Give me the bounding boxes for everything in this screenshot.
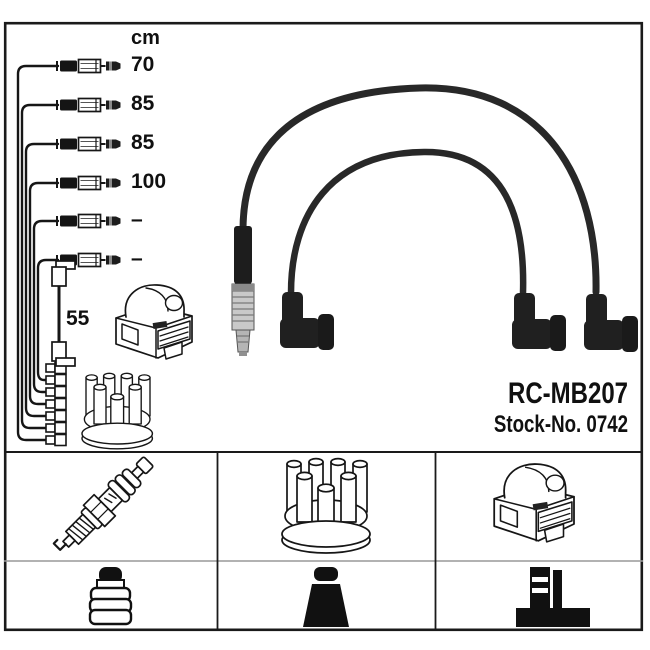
angle-boot-3	[584, 294, 638, 352]
angle-boot-1	[280, 292, 334, 350]
spark-plug-boot-icon	[88, 567, 133, 626]
ignition-coil-drawing	[115, 284, 193, 360]
cable-length-2: 85	[131, 92, 155, 115]
distributor-cap-icon	[281, 457, 371, 554]
cable-length-5: –	[131, 208, 143, 231]
cable-connectors	[56, 58, 122, 268]
distributor-terminals	[45, 361, 67, 447]
cable-wire-5	[32, 219, 60, 394]
cable-length-4: 100	[131, 170, 167, 193]
product-model: RC-MB207	[507, 377, 628, 410]
cable-wire-4	[28, 181, 60, 406]
outer-frame	[3, 21, 644, 632]
cable-length-6: –	[131, 247, 143, 270]
angle-boot-2	[512, 293, 566, 351]
distributor-cap-drawing	[81, 372, 154, 450]
cable-wire-6	[36, 258, 60, 382]
cable-harness-schematic	[16, 64, 60, 442]
cable-photo	[231, 84, 638, 356]
outer-lead	[239, 84, 600, 296]
coil-wire-schematic	[51, 260, 76, 367]
straight-connector	[231, 226, 255, 356]
cable-length-1: 70	[131, 53, 155, 76]
coil-wire-length: 55	[66, 307, 90, 330]
cable-wire-3	[24, 142, 60, 418]
inner-lead	[287, 148, 527, 297]
distributor-boot-icon	[303, 567, 349, 627]
spark-plug-icon	[52, 456, 154, 551]
cable-wire-1	[16, 64, 60, 442]
ignition-coil-icon	[493, 463, 575, 543]
coil-boot-icon	[516, 567, 590, 627]
product-stock-no: Stock-No. 0742	[493, 411, 628, 438]
cable-length-3: 85	[131, 131, 155, 154]
cable-wire-2	[20, 103, 60, 430]
unit-header: cm	[131, 27, 160, 49]
